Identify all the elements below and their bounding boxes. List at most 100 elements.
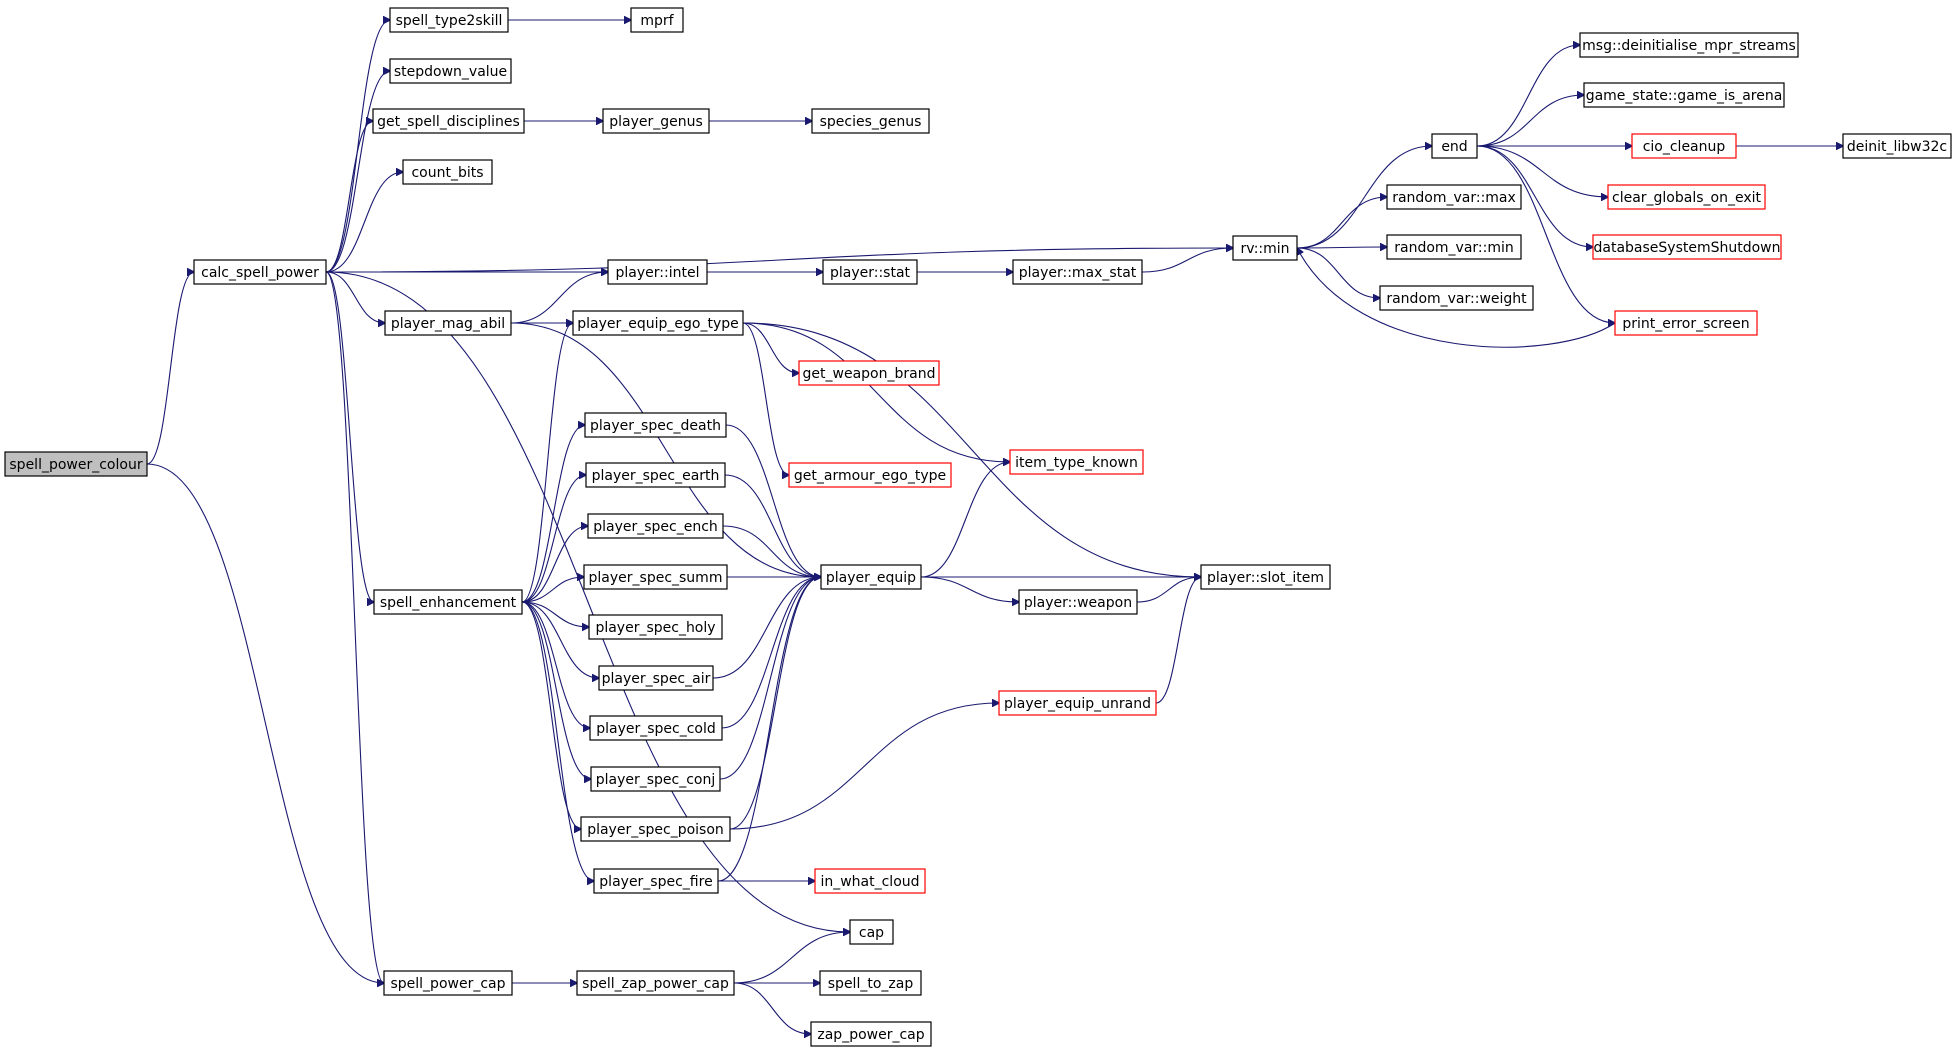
node-player_spec_poison[interactable]: player_spec_poison	[580, 816, 731, 842]
node-player_max_stat[interactable]: player::max_stat	[1012, 259, 1143, 285]
node-spell_type2skill[interactable]: spell_type2skill	[389, 7, 509, 33]
node-stepdown_value[interactable]: stepdown_value	[389, 58, 512, 84]
node-spell_enhancement[interactable]: spell_enhancement	[373, 589, 523, 615]
node-label: player_equip_ego_type	[577, 316, 739, 332]
node-label: player_spec_earth	[592, 468, 720, 484]
node-random_var_min[interactable]: random_var::min	[1386, 234, 1522, 260]
node-spell_zap_power_cap[interactable]: spell_zap_power_cap	[576, 970, 735, 996]
node-get_weapon_brand[interactable]: get_weapon_brand	[798, 360, 940, 386]
node-player_spec_holy[interactable]: player_spec_holy	[588, 614, 723, 640]
node-box	[588, 614, 723, 640]
node-player_spec_ench[interactable]: player_spec_ench	[587, 513, 724, 539]
node-count_bits[interactable]: count_bits	[402, 159, 493, 185]
node-game_is_arena[interactable]: game_state::game_is_arena	[1583, 82, 1785, 108]
node-label: player_equip	[826, 570, 916, 586]
node-label: msg::deinitialise_mpr_streams	[1582, 38, 1796, 54]
node-box	[589, 715, 723, 741]
node-box	[602, 108, 710, 134]
edge-spell_power_colour-to-spell_power_cap	[146, 463, 384, 983]
node-box	[1018, 589, 1138, 615]
node-box	[1386, 234, 1522, 260]
node-player_equip[interactable]: player_equip	[820, 564, 922, 590]
node-label: cap	[859, 925, 884, 941]
node-species_genus[interactable]: species_genus	[811, 108, 930, 134]
node-get_armour_ego_type[interactable]: get_armour_ego_type	[788, 462, 952, 488]
node-player_mag_abil[interactable]: player_mag_abil	[384, 310, 512, 336]
node-box	[584, 412, 727, 438]
node-player_spec_conj[interactable]: player_spec_conj	[590, 766, 721, 792]
node-item_type_known[interactable]: item_type_known	[1009, 449, 1144, 475]
node-msg_deinit[interactable]: msg::deinitialise_mpr_streams	[1579, 32, 1799, 58]
node-random_var_max[interactable]: random_var::max	[1386, 184, 1522, 210]
node-player_intel[interactable]: player::intel	[607, 259, 708, 285]
node-label: player_spec_fire	[599, 874, 712, 890]
node-label: clear_globals_on_exit	[1612, 190, 1762, 206]
node-box	[811, 108, 930, 134]
edge-player_spec_air-to-player_equip	[712, 577, 821, 679]
node-box	[590, 766, 721, 792]
node-player_weapon[interactable]: player::weapon	[1018, 589, 1138, 615]
node-box	[372, 108, 525, 134]
node-clear_globals_on_exit[interactable]: clear_globals_on_exit	[1607, 184, 1766, 210]
node-player_spec_air[interactable]: player_spec_air	[598, 665, 714, 691]
node-label: get_armour_ego_type	[794, 468, 946, 484]
edge-rv_min-to-end	[1296, 146, 1432, 249]
node-get_spell_disciplines[interactable]: get_spell_disciplines	[372, 108, 525, 134]
edge-end-to-print_error_screen	[1476, 145, 1615, 323]
edge-spell_power_colour-to-calc_spell_power	[146, 272, 194, 465]
node-label: random_var::max	[1392, 190, 1516, 206]
edge-end-to-msg_deinit	[1476, 45, 1580, 147]
node-player_slot_item[interactable]: player::slot_item	[1200, 564, 1331, 590]
node-box	[1379, 285, 1534, 311]
node-player_stat[interactable]: player::stat	[822, 259, 918, 285]
edge-spell_enhancement-to-player_spec_holy	[521, 601, 589, 627]
node-spell_power_cap[interactable]: spell_power_cap	[383, 970, 513, 996]
node-box	[1232, 235, 1298, 261]
node-random_var_weight[interactable]: random_var::weight	[1379, 285, 1534, 311]
edge-player_spec_earth-to-player_equip	[724, 474, 821, 577]
node-spell_to_zap[interactable]: spell_to_zap	[819, 970, 922, 996]
node-cap[interactable]: cap	[849, 919, 894, 945]
nodes: spell_power_colour calc_spell_power spell_…	[4, 7, 1952, 1047]
edge-player_weapon-to-player_slot_item	[1136, 577, 1201, 603]
node-databaseSystemShutdown[interactable]: databaseSystemShutdown	[1592, 234, 1782, 260]
edge-rv_min-to-random_var_max	[1296, 197, 1387, 249]
edge-calc_spell_power-to-spell_power_cap	[325, 271, 384, 983]
node-box	[849, 919, 894, 945]
edge-player_spec_poison-to-player_equip	[729, 577, 821, 830]
node-end[interactable]: end	[1431, 133, 1478, 159]
node-label: databaseSystemShutdown	[1593, 240, 1780, 256]
edge-player_equip-to-player_weapon	[920, 576, 1019, 602]
node-cio_cleanup[interactable]: cio_cleanup	[1631, 133, 1737, 159]
node-spell_power_colour[interactable]: spell_power_colour	[4, 451, 148, 477]
edge-spell_enhancement-to-player_spec_death	[521, 425, 585, 603]
node-label: mprf	[640, 13, 674, 29]
node-print_error_screen[interactable]: print_error_screen	[1614, 310, 1758, 336]
edge-player_mag_abil-to-player_intel	[510, 272, 608, 324]
node-box	[583, 564, 728, 590]
node-box	[593, 868, 719, 894]
node-calc_spell_power[interactable]: calc_spell_power	[193, 259, 327, 285]
node-player_equip_ego_type[interactable]: player_equip_ego_type	[572, 310, 744, 336]
node-zap_power_cap[interactable]: zap_power_cap	[810, 1021, 932, 1047]
edge-player_equip_unrand-to-player_slot_item	[1155, 577, 1201, 704]
node-mprf[interactable]: mprf	[630, 7, 684, 33]
node-label: player_spec_poison	[587, 822, 724, 838]
node-box	[1579, 32, 1799, 58]
node-box	[822, 259, 918, 285]
node-player_genus[interactable]: player_genus	[602, 108, 710, 134]
node-label: count_bits	[411, 165, 483, 181]
node-label: stepdown_value	[394, 64, 507, 80]
node-label: cio_cleanup	[1643, 139, 1726, 155]
node-player_equip_unrand[interactable]: player_equip_unrand	[998, 690, 1157, 716]
node-in_what_cloud[interactable]: in_what_cloud	[814, 868, 926, 894]
node-player_spec_summ[interactable]: player_spec_summ	[583, 564, 728, 590]
node-player_spec_death[interactable]: player_spec_death	[584, 412, 727, 438]
node-deinit_libw32c[interactable]: deinit_libw32c	[1842, 133, 1952, 159]
node-player_spec_earth[interactable]: player_spec_earth	[585, 462, 726, 488]
node-player_spec_cold[interactable]: player_spec_cold	[589, 715, 723, 741]
node-label: spell_type2skill	[396, 13, 503, 29]
node-rv_min[interactable]: rv::min	[1232, 235, 1298, 261]
node-label: player_spec_summ	[589, 570, 723, 586]
node-player_spec_fire[interactable]: player_spec_fire	[593, 868, 719, 894]
